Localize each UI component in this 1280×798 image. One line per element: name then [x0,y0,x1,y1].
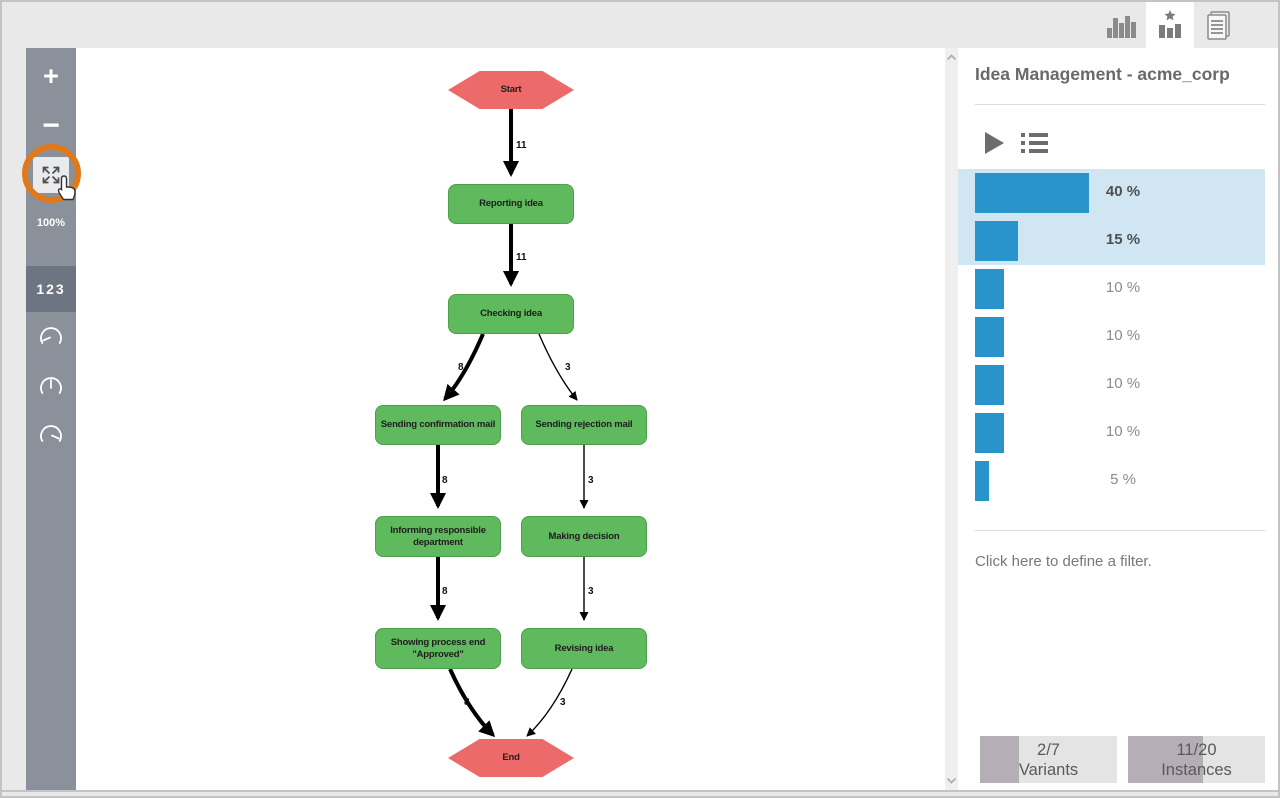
node-revising-idea[interactable]: Revising idea [521,628,647,669]
instances-stat-label: Instances [1161,760,1232,779]
edge-revising-end[interactable] [526,668,573,737]
node-sending-confirmation-mail[interactable]: Sending confirmation mail [375,405,501,445]
variant-pct-label: 15 % [1105,231,1141,248]
instances-stat-box[interactable]: 11/20 Instances [1128,736,1265,783]
star-chart-icon [1159,10,1181,38]
filter-hint-link[interactable]: Click here to define a filter. [975,553,1152,570]
document-stack-icon [1207,11,1230,40]
view-tabs [1098,2,1242,48]
variant-frequency-bar[interactable] [975,317,1004,357]
variant-frequency-bar[interactable] [975,365,1004,405]
node-reporting-idea[interactable]: Reporting idea [448,184,574,224]
variant-pct-label: 40 % [1105,183,1141,200]
edge-count-label: 11 [516,252,527,263]
variant-frequency-bar[interactable] [975,413,1004,453]
instances-stat-value: 11/20 [1176,740,1217,759]
variant-frequency-bar[interactable] [975,221,1018,261]
edge-count-label: 8 [442,475,448,486]
edge-count-label: 8 [464,697,470,708]
variant-row[interactable]: 10 % [958,265,1265,313]
zoom-in-button[interactable]: + [43,60,59,91]
edge-checking-reject[interactable] [538,333,578,401]
tab-frequency-chart[interactable] [1098,2,1146,48]
list-icon[interactable] [1021,132,1048,154]
gauge-mid-icon[interactable] [37,373,65,401]
show-counts-button[interactable]: 123 [26,266,76,312]
top-bar [2,2,1278,48]
edge-checking-confirm[interactable] [443,333,485,402]
tab-event-log[interactable] [1194,2,1242,48]
panel-toolbar [984,131,1048,155]
edge-count-label: 8 [458,362,464,373]
zoom-level-label: 100% [36,217,66,229]
tab-variant-explorer[interactable] [1146,2,1194,48]
fit-to-screen-button[interactable] [33,157,69,193]
canvas-scrollbar[interactable] [945,48,958,790]
node-sending-rejection-mail[interactable]: Sending rejection mail [521,405,647,445]
variants-stat-value: 2/7 [1037,740,1060,759]
edge-count-label: 3 [565,362,571,373]
variant-pct-label: 10 % [1105,375,1141,392]
variant-frequency-bar[interactable] [975,173,1089,213]
variant-pct-label: 10 % [1105,327,1141,344]
bar-chart-icon [1107,16,1136,38]
variant-row[interactable]: 15 % [958,217,1265,265]
node-making-decision[interactable]: Making decision [521,516,647,557]
node-informing-responsible-department[interactable]: Informing responsible department [375,516,501,557]
scroll-up-icon[interactable] [946,54,957,61]
variants-stat-fill [980,736,1020,783]
panel-title: Idea Management - acme_corp [975,64,1230,84]
divider [975,530,1265,531]
variant-frequency-bar[interactable] [975,269,1004,309]
edge-count-label: 3 [588,475,594,486]
variant-pct-label: 10 % [1105,279,1141,296]
gauge-high-icon[interactable] [37,421,65,449]
play-icon[interactable] [984,131,1005,155]
node-showing-process-end-approved[interactable]: Showing process end "Approved" [375,628,501,669]
variants-stat-label: Variants [1018,760,1079,779]
variant-pct-label: 10 % [1105,423,1141,440]
edge-count-label: 3 [560,697,566,708]
scroll-down-icon[interactable] [946,777,957,784]
edge-count-label: 3 [588,586,594,597]
instances-stat-fill [1128,736,1204,783]
variants-stat-box[interactable]: 2/7 Variants [980,736,1117,783]
gauge-low-icon[interactable] [37,323,65,351]
node-start[interactable]: Start [448,71,574,109]
edge-count-label: 11 [516,140,527,151]
variant-row[interactable]: 5 % [958,457,1265,505]
variant-explorer-panel: Idea Management - acme_corp 40 % 15 % 10 %… [958,48,1278,790]
variant-pct-label: 5 % [1110,471,1136,488]
edge-showing-end[interactable] [448,668,496,738]
fit-to-screen-icon [42,166,60,184]
edge-count-label: 8 [442,586,448,597]
window-bottom-border [2,790,1278,792]
zoom-out-button[interactable]: − [42,109,60,142]
process-map-canvas[interactable]: 11 11 8 3 8 3 8 3 8 3 Start Reporting id… [76,48,945,790]
canvas-toolbar: + − 100% 123 [26,48,76,790]
node-checking-idea[interactable]: Checking idea [448,294,574,334]
variant-row[interactable]: 40 % [958,169,1265,217]
variant-row[interactable]: 10 % [958,361,1265,409]
variant-row[interactable]: 10 % [958,409,1265,457]
variant-frequency-bar[interactable] [975,461,990,501]
divider [975,104,1265,105]
variant-list: 40 % 15 % 10 % 10 % 10 % 10 % 5 % [958,169,1278,505]
variant-row[interactable]: 10 % [958,313,1265,361]
